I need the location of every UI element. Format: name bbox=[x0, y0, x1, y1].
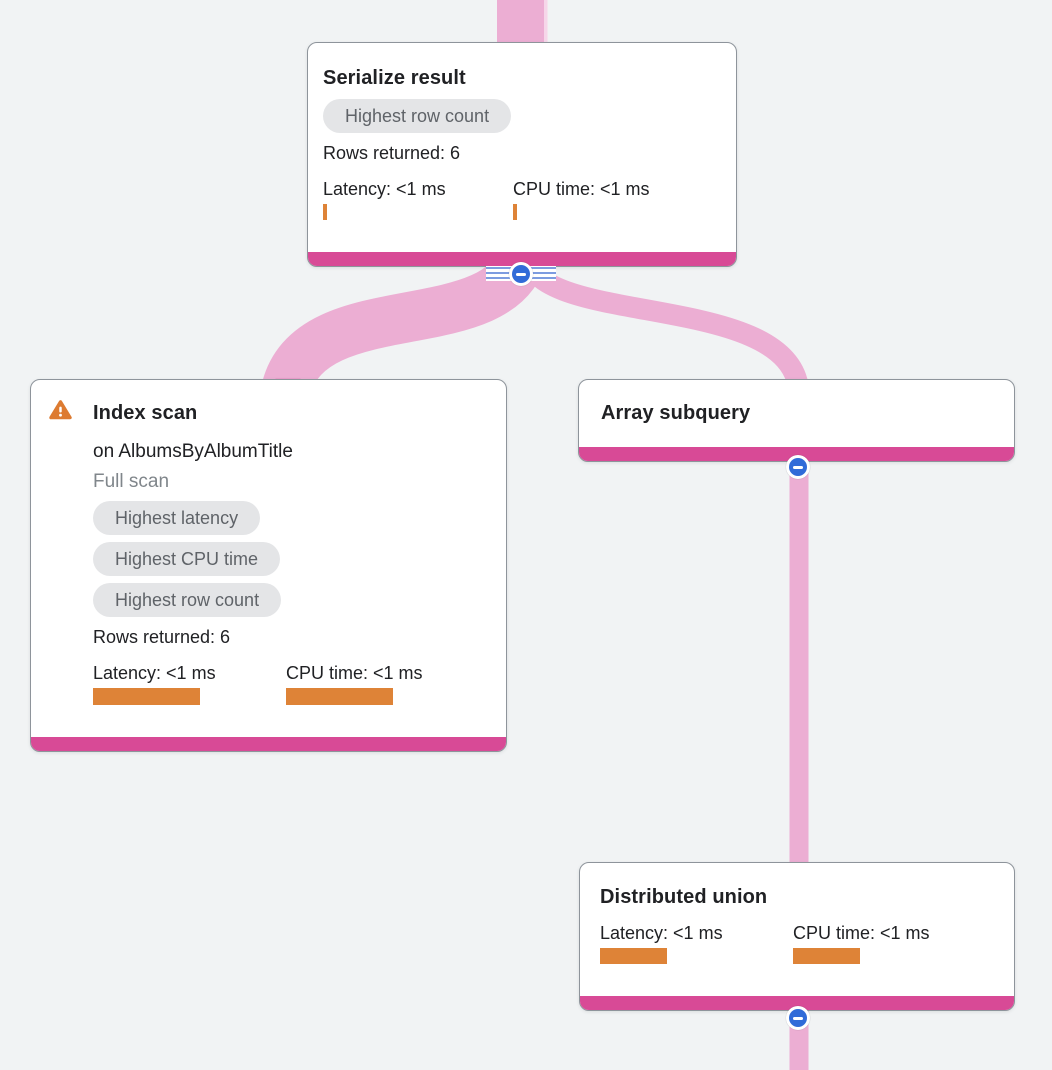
badge-highest-latency: Highest latency bbox=[93, 501, 261, 535]
scan-type-label: Full scan bbox=[93, 471, 170, 492]
cpu-time-bar bbox=[513, 204, 517, 220]
node-subtitle: on AlbumsByAlbumTitle bbox=[93, 441, 293, 462]
collapse-stripe-decoration bbox=[530, 266, 556, 281]
node-serialize-result[interactable]: Serialize result Highest row count Rows … bbox=[307, 42, 737, 267]
badge-highest-row-count: Highest row count bbox=[93, 583, 282, 617]
minus-icon bbox=[789, 458, 807, 476]
edge-parent-to-serialize-fringe bbox=[544, 0, 548, 44]
node-index-scan[interactable]: Index scan on AlbumsByAlbumTitle Full sc… bbox=[30, 379, 507, 752]
node-title: Array subquery bbox=[601, 402, 751, 424]
warning-triangle-icon bbox=[49, 400, 72, 420]
latency-bar bbox=[323, 204, 327, 220]
edge-parent-to-serialize bbox=[497, 0, 544, 44]
latency-bar bbox=[600, 948, 667, 964]
edge-array-subquery-to-distributed-union bbox=[789, 450, 809, 870]
node-accent-bar bbox=[31, 737, 506, 751]
node-title: Serialize result bbox=[323, 67, 466, 89]
latency-bar bbox=[93, 688, 200, 705]
node-title: Index scan bbox=[93, 402, 198, 424]
cpu-time-bar bbox=[793, 948, 860, 964]
badge-highest-row-count: Highest row count bbox=[323, 99, 512, 133]
node-distributed-union[interactable]: Distributed union Latency: <1 ms CPU tim… bbox=[579, 862, 1015, 1011]
latency-label: Latency: <1 ms bbox=[93, 663, 216, 683]
edge-serialize-to-index-scan bbox=[261, 244, 548, 398]
collapse-button-array-subquery[interactable] bbox=[786, 455, 810, 479]
minus-icon bbox=[512, 265, 530, 283]
edge-serialize-to-array-subquery bbox=[516, 251, 810, 397]
node-accent-bar bbox=[579, 447, 1014, 461]
collapse-stripe-decoration bbox=[486, 266, 512, 281]
cpu-time-label: CPU time: <1 ms bbox=[513, 179, 650, 199]
cpu-time-bar bbox=[286, 688, 393, 705]
latency-label: Latency: <1 ms bbox=[600, 923, 723, 943]
collapse-button-distributed-union[interactable] bbox=[786, 1006, 810, 1030]
minus-icon bbox=[789, 1009, 807, 1027]
cpu-time-label: CPU time: <1 ms bbox=[286, 663, 423, 683]
badge-highest-cpu-time: Highest CPU time bbox=[93, 542, 281, 576]
rows-returned-label: Rows returned: 6 bbox=[323, 143, 461, 163]
cpu-time-label: CPU time: <1 ms bbox=[793, 923, 930, 943]
rows-returned-label: Rows returned: 6 bbox=[93, 627, 231, 647]
node-array-subquery[interactable]: Array subquery bbox=[578, 379, 1015, 462]
latency-label: Latency: <1 ms bbox=[323, 179, 446, 199]
collapse-button-serialize-result[interactable] bbox=[509, 262, 533, 286]
node-title: Distributed union bbox=[600, 886, 768, 908]
node-accent-bar bbox=[580, 996, 1014, 1010]
node-accent-bar bbox=[308, 252, 736, 266]
